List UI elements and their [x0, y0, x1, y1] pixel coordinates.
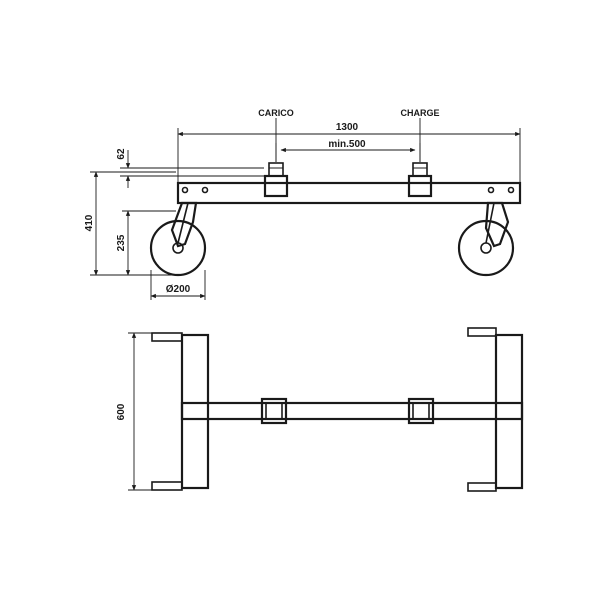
dimension-600-label: 600	[116, 403, 127, 420]
bolt-hole	[181, 186, 189, 194]
dimension-62: 62	[116, 148, 264, 188]
dimension-wheel-diameter: Ø200	[150, 270, 206, 300]
carico-label: CARICO	[258, 108, 294, 118]
charge-label: CHARGE	[400, 108, 439, 118]
wheel-stub	[467, 482, 497, 492]
dimension-600: 600	[116, 332, 180, 491]
side-beam	[176, 181, 522, 205]
wheel-stub	[151, 332, 183, 342]
cross-beam	[180, 401, 524, 421]
load-pad-left	[260, 397, 288, 425]
caster-left	[149, 201, 207, 277]
caster-right	[457, 201, 515, 277]
dimension-62-label: 62	[116, 148, 127, 160]
dimension-410: 410	[84, 171, 176, 276]
dimension-1300: 1300	[177, 122, 521, 182]
wheel-right	[457, 219, 515, 277]
wheel-left	[149, 219, 207, 277]
dimension-min-500: min.500	[275, 139, 421, 162]
dimension-min-500-label: min.500	[328, 139, 366, 150]
bolt-hole	[507, 186, 515, 194]
dimension-1300-label: 1300	[336, 122, 359, 133]
left-frame-member	[180, 333, 210, 490]
load-pad-right	[407, 397, 435, 425]
dimension-wheel-diameter-label: Ø200	[166, 284, 191, 295]
bolt-hole	[201, 186, 209, 194]
right-frame-member	[494, 333, 524, 490]
load-block-left	[263, 162, 289, 198]
bolt-hole	[487, 186, 495, 194]
dimension-235: 235	[116, 210, 176, 276]
dimension-410-label: 410	[84, 214, 95, 231]
wheel-stub	[151, 481, 183, 491]
wheel-stub	[467, 327, 497, 337]
side-view: 1300 min.500 CARICO CHARGE 62 410	[84, 108, 522, 300]
top-view: 600	[116, 327, 524, 492]
dimension-235-label: 235	[116, 234, 127, 251]
load-block-right	[407, 162, 433, 198]
